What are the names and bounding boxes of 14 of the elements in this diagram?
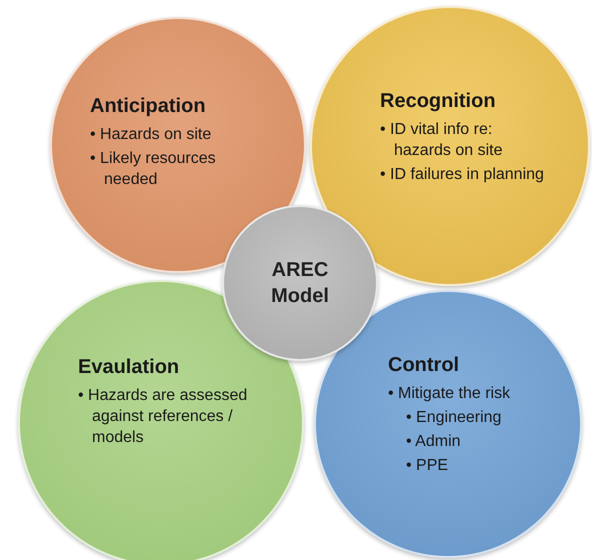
bullet-item: • Hazards on site [90,125,212,145]
center-label: AREC Model [270,258,330,309]
heading: Evaulation [78,356,180,379]
bullet-item: • ID failures in planning [380,165,545,185]
bullet-item: • Engineering [406,408,502,428]
bullet-item: • Mitigate the risk [388,384,512,404]
bullet-item: • Admin [406,432,462,452]
heading: Recognition [380,90,497,113]
heading: Anticipation [90,95,207,118]
heading: Control [388,354,460,377]
bullet-item: • Hazards are assessed against references / models [78,386,248,448]
bullet-item: • Likely resources needed [90,149,217,190]
bullet-item: • PPE [406,456,450,476]
bullet-item: • ID vital info re: hazards on site [380,120,504,161]
